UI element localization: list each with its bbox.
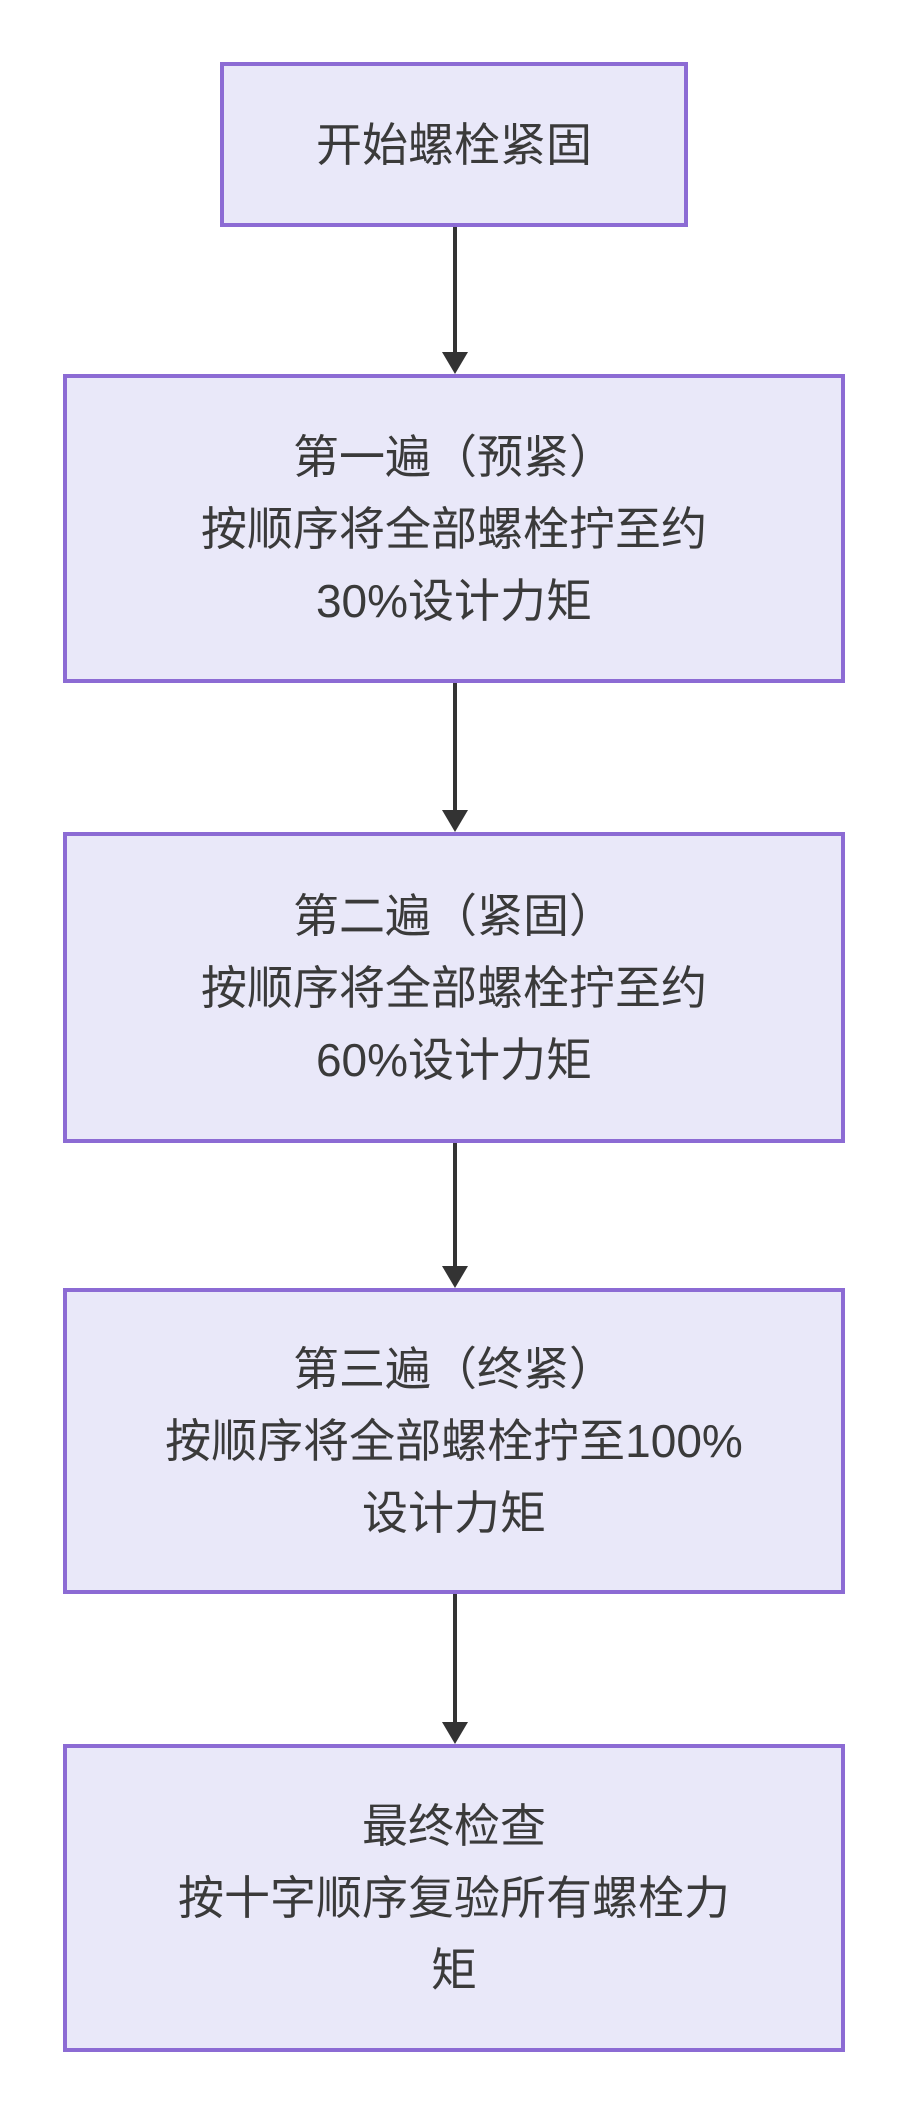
node-text-line: 第二遍（紧固） <box>293 889 615 942</box>
node-text-line: 按顺序将全部螺栓拧至约 <box>201 961 707 1014</box>
connector-arrow-3 <box>442 1143 468 1288</box>
arrow-shaft <box>453 683 457 814</box>
connector-arrow-1 <box>442 227 468 374</box>
node-text-line: 第一遍（预紧） <box>293 430 615 483</box>
arrow-down-icon <box>442 1266 468 1288</box>
node-text-line: 开始螺栓紧固 <box>316 118 592 171</box>
arrow-shaft <box>453 1143 457 1270</box>
node-text-line: 最终检查 <box>362 1800 546 1852</box>
arrow-down-icon <box>442 810 468 832</box>
flow-node-final-check: 最终检查 按十字顺序复验所有螺栓力 矩 <box>63 1744 845 2052</box>
node-text-line: 按十字顺序复验所有螺栓力 <box>178 1872 730 1924</box>
flow-node-pass3: 第三遍（终紧） 按顺序将全部螺栓拧至100% 设计力矩 <box>63 1288 845 1594</box>
node-text-line: 60%设计力矩 <box>315 1033 593 1086</box>
flow-node-pass1: 第一遍（预紧） 按顺序将全部螺栓拧至约 30%设计力矩 <box>63 374 845 683</box>
node-text-line: 设计力矩 <box>362 1487 546 1539</box>
arrow-down-icon <box>442 352 468 374</box>
node-text-line: 按顺序将全部螺栓拧至约 <box>201 502 707 555</box>
node-text-line: 按顺序将全部螺栓拧至100% <box>165 1415 743 1467</box>
connector-arrow-4 <box>442 1594 468 1744</box>
flow-node-start: 开始螺栓紧固 <box>220 62 688 227</box>
node-text-line: 30%设计力矩 <box>315 574 593 627</box>
arrow-down-icon <box>442 1722 468 1744</box>
node-text-line: 第三遍（终紧） <box>293 1343 615 1395</box>
connector-arrow-2 <box>442 683 468 832</box>
flow-node-pass2: 第二遍（紧固） 按顺序将全部螺栓拧至约 60%设计力矩 <box>63 832 845 1143</box>
arrow-shaft <box>453 1594 457 1726</box>
node-text-line: 矩 <box>431 1944 477 1996</box>
arrow-shaft <box>453 227 457 356</box>
